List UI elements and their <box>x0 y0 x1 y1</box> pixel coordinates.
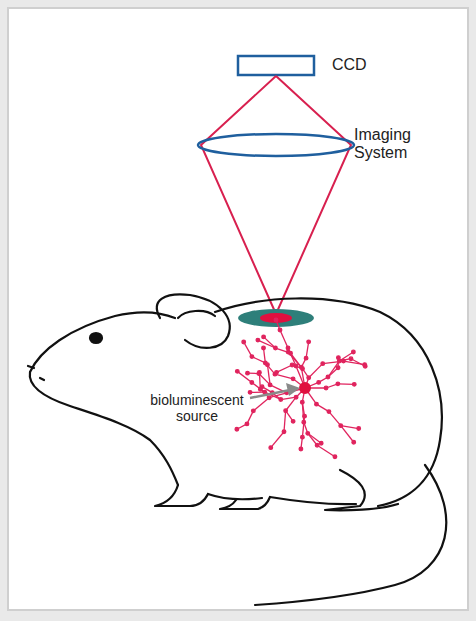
skin-emission-spot <box>260 313 292 323</box>
pointer-arrow <box>250 383 300 398</box>
mouse <box>28 294 446 605</box>
label: CCD <box>332 56 422 74</box>
panel <box>8 8 468 610</box>
skin-emission-ring <box>238 309 314 327</box>
label: bioluminescent source <box>145 392 249 424</box>
bioluminescent-source <box>299 382 311 394</box>
lens <box>198 134 354 156</box>
photon-paths <box>235 318 367 458</box>
ccd-sensor <box>238 56 314 75</box>
light-rays <box>201 76 351 314</box>
label: Imaging System <box>354 126 434 163</box>
